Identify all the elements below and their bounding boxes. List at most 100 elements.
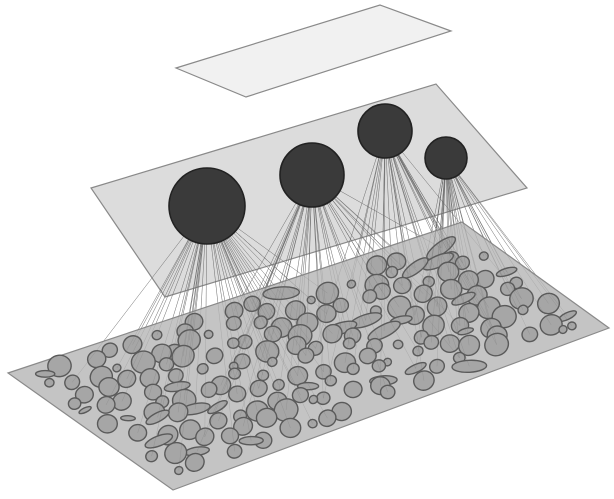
hub-node-2 xyxy=(279,142,345,208)
hub-nodes xyxy=(168,103,468,245)
connection-line-overlay xyxy=(384,130,425,381)
cell xyxy=(249,379,268,398)
connection-line-overlay xyxy=(383,130,386,332)
connection-line-overlay xyxy=(445,157,466,332)
cell xyxy=(255,407,278,428)
connection-line-overlay xyxy=(445,157,531,335)
cell xyxy=(499,281,516,297)
connection-line-overlay xyxy=(445,157,497,345)
cell xyxy=(220,427,240,445)
cell xyxy=(145,409,170,426)
cell xyxy=(253,315,268,330)
connection-line-overlay xyxy=(242,174,313,427)
cell xyxy=(228,367,242,380)
connection-line-overlay xyxy=(384,130,492,329)
connection-line-overlay xyxy=(445,157,568,317)
cell xyxy=(322,323,343,344)
cell xyxy=(392,339,404,350)
cell xyxy=(184,452,205,473)
cell xyxy=(120,414,136,422)
cell xyxy=(128,423,148,442)
cell xyxy=(558,324,568,335)
cell xyxy=(346,279,357,289)
cell xyxy=(315,281,340,305)
cell xyxy=(243,295,261,313)
connection-line-overlay xyxy=(315,130,386,349)
connection-line-overlay xyxy=(445,157,478,296)
connection-line-overlay xyxy=(445,157,470,346)
cell xyxy=(291,386,310,404)
cell xyxy=(205,347,224,365)
cell xyxy=(358,347,377,365)
connection-line-overlay xyxy=(436,157,447,307)
cell xyxy=(262,286,301,301)
connection-line-overlay xyxy=(204,174,313,437)
connection-line-overlay xyxy=(384,130,470,367)
connection-line-overlay xyxy=(344,130,386,363)
cell xyxy=(98,377,120,398)
cell xyxy=(96,395,116,414)
connection-line-overlay xyxy=(277,174,313,402)
connection-line-overlay xyxy=(206,205,328,419)
cell xyxy=(307,418,318,429)
cell xyxy=(362,289,378,304)
connection-line-overlay xyxy=(431,157,447,343)
cell xyxy=(426,296,448,317)
hub-node-4 xyxy=(424,136,468,180)
connection-line-overlay xyxy=(311,174,324,399)
connection-line-overlay xyxy=(445,157,573,327)
cell xyxy=(47,354,72,378)
cell xyxy=(324,374,338,387)
connection-line-overlay xyxy=(218,174,313,421)
cell xyxy=(256,369,270,382)
cell xyxy=(539,314,563,336)
connection-line-overlay xyxy=(239,174,313,417)
connection-line-overlay xyxy=(445,157,508,289)
cell xyxy=(412,345,424,357)
connection-line-overlay xyxy=(445,157,460,358)
connection-line-overlay xyxy=(323,130,386,399)
connection-line-overlay xyxy=(311,174,419,352)
cell xyxy=(521,326,539,343)
connection-line-overlay xyxy=(311,174,388,393)
connection-line-overlay xyxy=(352,130,386,369)
cell xyxy=(297,347,315,364)
cell xyxy=(279,417,302,439)
connection-line-overlay xyxy=(220,174,313,386)
cell xyxy=(200,381,218,399)
cell xyxy=(238,435,264,446)
cell xyxy=(392,276,412,295)
connection-line-overlay xyxy=(151,205,208,457)
cell xyxy=(74,385,94,404)
cell xyxy=(428,358,446,374)
cell xyxy=(164,441,188,465)
cell xyxy=(343,380,363,399)
cell xyxy=(266,356,278,368)
cell xyxy=(34,369,56,378)
connection-line-overlay xyxy=(380,130,386,386)
connection-line-overlay xyxy=(384,130,422,338)
connection-line-overlay xyxy=(384,130,498,336)
connection-line-overlay xyxy=(445,157,524,311)
connection-line-overlay xyxy=(311,174,332,381)
connection-line-overlay xyxy=(436,157,447,367)
connection-line-overlay xyxy=(384,130,522,299)
connection-line-overlay xyxy=(311,174,324,372)
cell xyxy=(451,291,476,306)
connection-line-overlay xyxy=(445,157,452,290)
cell xyxy=(332,297,350,314)
connection-line-overlay xyxy=(384,130,478,296)
cell xyxy=(209,412,228,430)
cell xyxy=(367,320,401,342)
cell xyxy=(495,266,518,278)
connection-line-overlay xyxy=(415,157,447,369)
cell xyxy=(318,409,337,428)
connection-line-overlay xyxy=(445,157,549,304)
connection-line-overlay xyxy=(384,130,460,358)
cell xyxy=(151,329,163,341)
cell xyxy=(144,433,174,449)
cell xyxy=(179,419,201,441)
connection-line-overlay xyxy=(384,130,489,308)
cell xyxy=(385,265,399,279)
